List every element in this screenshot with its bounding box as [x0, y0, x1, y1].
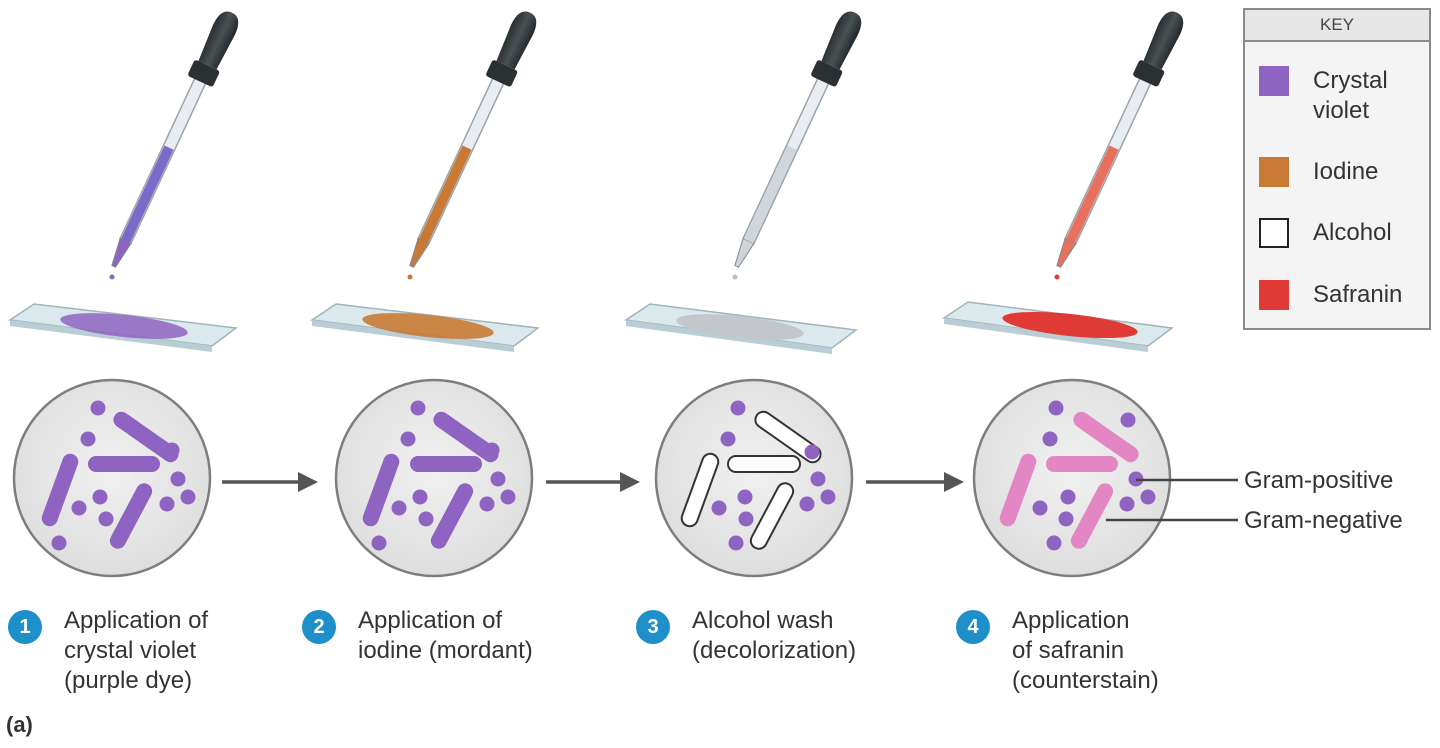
step-number-badge: 4 — [956, 610, 990, 644]
key-label-line: Safranin — [1313, 281, 1403, 308]
step-number-badge: 1 — [8, 610, 42, 644]
step-text-line: (purple dye) — [64, 667, 193, 694]
step-text-line: of safranin — [1012, 637, 1125, 664]
dropper-crystal-violet — [109, 11, 239, 280]
key-label-line: violet — [1313, 97, 1370, 124]
key-item-crystal-violet: Crystal violet — [1259, 66, 1388, 126]
safranin-swatch — [1259, 280, 1289, 310]
arrow-1-to-2 — [222, 472, 318, 492]
key-item-iodine: Iodine — [1259, 157, 1378, 187]
key-legend: KEY Crystal violet Iodine Alcohol Safran… — [1243, 8, 1431, 330]
gram-negative-label: Gram-negative — [1244, 507, 1403, 534]
panel-label: (a) — [6, 712, 33, 737]
step-text-line: Application of — [358, 607, 503, 634]
step-1-caption: 1 Application of crystal violet (purple … — [8, 606, 208, 696]
arrow-2-to-3 — [546, 472, 640, 492]
key-label-line: Crystal — [1313, 67, 1388, 94]
view-step-1 — [12, 378, 212, 578]
step-4-caption: 4 Application of safranin (counterstain) — [956, 606, 1159, 696]
step-number-badge: 3 — [636, 610, 670, 644]
slide-iodine — [309, 303, 540, 352]
key-label-line: Alcohol — [1313, 219, 1392, 246]
key-label-line: Iodine — [1313, 158, 1379, 185]
key-item-safranin: Safranin — [1259, 280, 1402, 310]
step-text-line: crystal violet — [64, 637, 197, 664]
step-text-line: (decolorization) — [692, 637, 857, 664]
step-text-line: Alcohol wash — [692, 607, 834, 634]
step-2-caption: 2 Application of iodine (mordant) — [302, 606, 533, 666]
iodine-swatch — [1259, 157, 1289, 187]
step-number-badge: 2 — [302, 610, 336, 644]
step-text-line: Application — [1012, 607, 1130, 634]
step-text-line: (counterstain) — [1012, 667, 1159, 694]
dropper-alcohol — [732, 11, 862, 280]
step-3-caption: 3 Alcohol wash (decolorization) — [636, 606, 856, 666]
key-item-alcohol: Alcohol — [1259, 218, 1392, 248]
gram-positive-label: Gram-positive — [1244, 467, 1394, 494]
slide-safranin — [941, 301, 1174, 352]
step-text-line: iodine (mordant) — [358, 637, 533, 664]
dropper-safranin — [1054, 11, 1184, 280]
crystal-violet-swatch — [1259, 66, 1289, 96]
slide-crystal-violet — [7, 303, 238, 352]
view-step-2 — [334, 378, 534, 578]
slide-alcohol — [623, 303, 858, 354]
dropper-iodine — [407, 11, 537, 280]
arrow-3-to-4 — [866, 472, 964, 492]
view-step-3 — [654, 378, 854, 578]
step-text-line: Application of — [64, 607, 209, 634]
alcohol-swatch — [1259, 218, 1289, 248]
view-step-4 — [972, 378, 1172, 578]
key-title: KEY — [1245, 10, 1429, 42]
